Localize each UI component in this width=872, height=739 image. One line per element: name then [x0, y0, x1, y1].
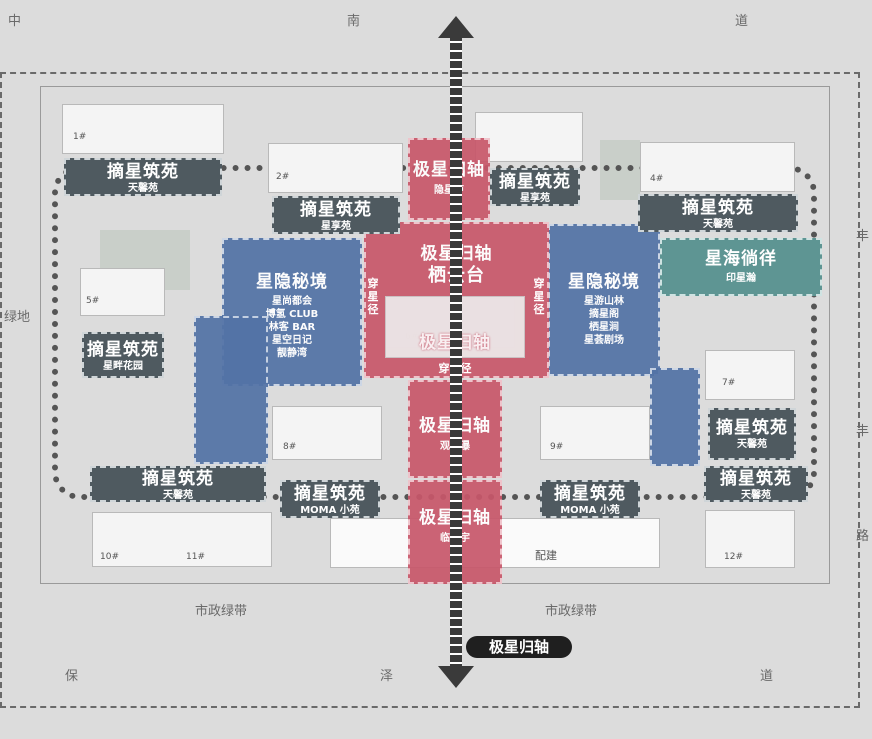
garden-title: 摘星筑苑 [142, 469, 214, 489]
road-north-char-1: 中 [8, 14, 22, 29]
garden-sub: 天馨苑 [703, 219, 733, 230]
building-number: 1# [73, 132, 87, 142]
building-number: 4# [650, 174, 664, 184]
garden-zone-3: 摘星筑苑 星享苑 [490, 168, 580, 206]
garden-sub: 天馨苑 [163, 490, 193, 501]
garden-title: 摘星筑苑 [682, 198, 754, 218]
hideout-right-lower [650, 368, 700, 466]
garden-zone-4: 摘星筑苑 天馨苑 [638, 194, 798, 232]
outer-boundary [0, 72, 860, 708]
building-number: 11# [186, 552, 205, 562]
hideout-left-line: 星空日记 [272, 335, 312, 346]
path-left-text: 穿星径 [367, 277, 379, 316]
garden-title: 摘星筑苑 [300, 200, 372, 220]
central-axis [438, 16, 474, 688]
sea-sub: 印星瀚 [726, 273, 756, 284]
building-4 [640, 142, 795, 192]
garden-sub: 天馨苑 [128, 183, 158, 194]
building-10-11 [92, 512, 272, 567]
building-9 [540, 406, 650, 460]
path-left-label: 穿星径 [367, 277, 379, 316]
garden-title: 摘星筑苑 [107, 162, 179, 182]
garden-title: 摘星筑苑 [87, 340, 159, 360]
west-green-label: 绿地 [4, 310, 31, 325]
arrow-up-icon [438, 16, 474, 38]
garden-sub: 天馨苑 [737, 439, 767, 450]
axis-top-zone: 极星归轴 隐星庐 [408, 138, 490, 220]
building-number: 12# [724, 552, 743, 562]
garden-sub: MOMA 小苑 [300, 505, 360, 516]
road-south-char-3: 道 [760, 669, 774, 684]
hideout-left-lower [194, 316, 268, 464]
garden-zone-8: 摘星筑苑 MOMA 小苑 [280, 480, 380, 518]
building-number: 9# [550, 442, 564, 452]
sea-title: 星海徜徉 [705, 249, 777, 269]
garden-sub: 天馨苑 [741, 490, 771, 501]
garden-zone-9: 摘星筑苑 MOMA 小苑 [540, 480, 640, 518]
building-2 [268, 143, 403, 193]
axis-legend: 极星归轴 [466, 636, 572, 658]
building-5 [80, 268, 165, 316]
hideout-left-line: 博氢 CLUB [265, 309, 319, 320]
garden-zone-10: 摘星筑苑 天馨苑 [704, 466, 808, 502]
municipal-green-right: 市政绿带 [545, 604, 598, 619]
hideout-left-line: 靓静湾 [277, 348, 307, 359]
garden-zone-6: 摘星筑苑 天馨苑 [708, 408, 796, 460]
road-south-char-2: 泽 [380, 669, 394, 684]
building-1 [62, 104, 224, 154]
path-right-label: 穿星径 [533, 277, 545, 316]
building-8 [272, 406, 382, 460]
building-12 [705, 510, 795, 568]
garden-title: 摘星筑苑 [499, 172, 571, 192]
garden-sub: 星享苑 [321, 221, 351, 232]
building-number: 10# [100, 552, 119, 562]
road-south-char-1: 保 [65, 669, 79, 684]
garden-title: 摘星筑苑 [720, 469, 792, 489]
building-number: 2# [276, 172, 290, 182]
garden-zone-1: 摘星筑苑 天馨苑 [64, 158, 222, 196]
garden-title: 摘星筑苑 [554, 484, 626, 504]
path-right-text: 穿星径 [533, 277, 545, 316]
hideout-right-upper: 星隐秘境 星游山林 摘星阁 栖星涧 星荟剧场 [548, 224, 660, 376]
building-number: 8# [283, 442, 297, 452]
arrow-down-icon [438, 666, 474, 688]
garden-title: 摘星筑苑 [716, 418, 788, 438]
hideout-right-line: 星游山林 [584, 296, 624, 307]
hideout-right-line: 栖星涧 [589, 322, 619, 333]
hideout-left-title: 星隐秘境 [256, 272, 328, 292]
hideout-right-title: 星隐秘境 [568, 272, 640, 292]
garden-zone-7: 摘星筑苑 天馨苑 [90, 466, 266, 502]
building-7 [705, 350, 795, 400]
garden-title: 摘星筑苑 [294, 484, 366, 504]
sea-zone: 星海徜徉 印星瀚 [660, 238, 822, 296]
building-number: 7# [722, 378, 736, 388]
garden-sub: 星享苑 [520, 193, 550, 204]
garden-sub: 星畔花园 [103, 361, 143, 372]
hideout-left-line: 林客 BAR [268, 322, 316, 333]
garden-zone-2: 摘星筑苑 星享苑 [272, 196, 400, 234]
support-building-label: 配建 [535, 549, 557, 562]
axis-top-title: 极星归轴 [413, 160, 485, 180]
hideout-left-line: 星尚都会 [272, 296, 312, 307]
municipal-green-left: 市政绿带 [195, 604, 248, 619]
garden-sub: MOMA 小苑 [560, 505, 620, 516]
road-north-char-2: 南 [347, 14, 361, 29]
hideout-right-line: 星荟剧场 [584, 335, 624, 346]
garden-zone-5: 摘星筑苑 星畔花园 [82, 332, 164, 378]
road-north-char-3: 道 [735, 14, 749, 29]
building-number: 5# [86, 296, 100, 306]
building-3 [475, 112, 583, 162]
axis-top-sub: 隐星庐 [434, 185, 464, 196]
hideout-right-line: 摘星阁 [589, 309, 619, 320]
